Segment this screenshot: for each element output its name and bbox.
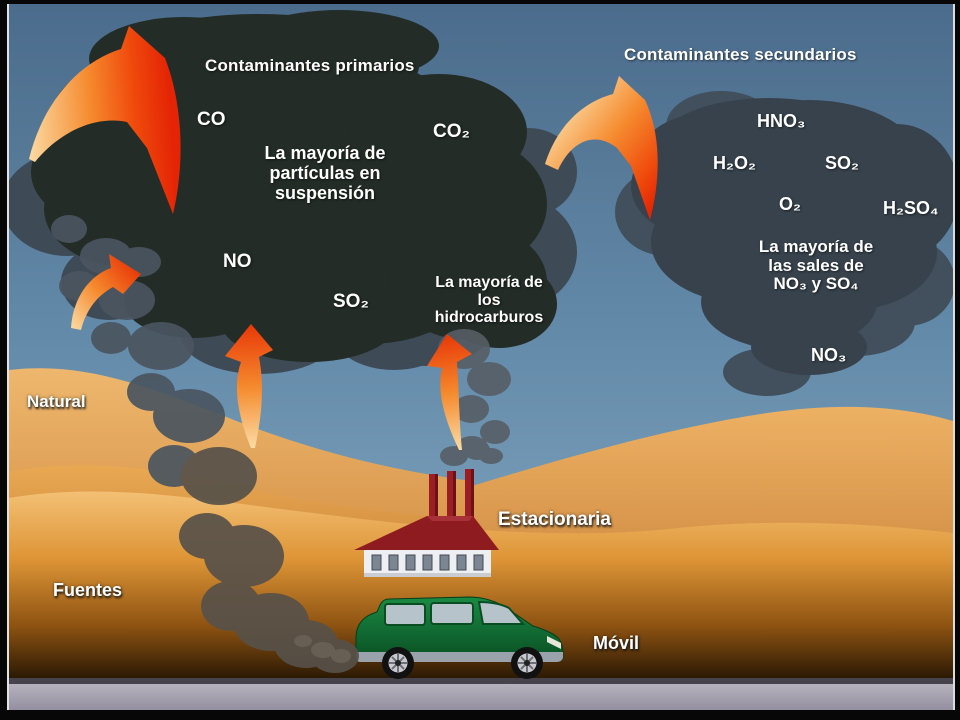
salts-note: La mayoría de las sales de NO₃ y SO₄ bbox=[758, 237, 874, 294]
particulates-note: La mayoría de partículas en suspensión bbox=[264, 143, 386, 203]
chem-o2-label: O₂ bbox=[779, 194, 801, 214]
chem-h2so4-label: H₂SO₄ bbox=[883, 198, 939, 218]
factory-icon bbox=[354, 469, 499, 577]
hydrocarbons-note: La mayoría de los hidrocarburos bbox=[434, 274, 544, 327]
car-icon bbox=[355, 596, 564, 679]
chem-so2-secondary-label: SO₂ bbox=[825, 153, 860, 173]
natural-source-label: Natural bbox=[27, 392, 86, 411]
secondary-cloud-shape bbox=[615, 91, 953, 396]
chem-hno3-label: HNO₃ bbox=[757, 111, 806, 131]
chem-so2-label: SO₂ bbox=[333, 291, 369, 312]
primary-cloud-title: Contaminantes primarios bbox=[205, 56, 415, 75]
road bbox=[9, 678, 953, 710]
transformation-arrow-icon bbox=[545, 76, 658, 220]
stationary-source-label: Estacionaria bbox=[498, 509, 611, 530]
chem-co2-label: CO₂ bbox=[433, 121, 470, 142]
secondary-cloud-title: Contaminantes secundarios bbox=[624, 45, 857, 64]
emission-arrow-factory-icon bbox=[427, 334, 472, 450]
emission-arrow-natural-icon bbox=[71, 254, 141, 330]
natural-smoke-plume bbox=[51, 215, 359, 673]
chem-co-label: CO bbox=[197, 109, 226, 130]
chem-no-label: NO bbox=[223, 251, 252, 272]
chem-h2o2-label: H₂O₂ bbox=[713, 153, 756, 173]
pollution-diagram: Contaminantes primarios CO CO₂ La mayorí… bbox=[7, 4, 955, 710]
car-wheel bbox=[511, 647, 543, 679]
mobile-source-label: Móvil bbox=[593, 633, 640, 653]
car-wheel bbox=[382, 647, 414, 679]
chem-no3-label: NO₃ bbox=[811, 345, 847, 365]
car-exhaust-smoke bbox=[294, 635, 351, 663]
scene-art bbox=[9, 10, 953, 710]
emission-arrow-large-icon bbox=[29, 26, 181, 214]
sources-group-label: Fuentes bbox=[53, 580, 123, 600]
emission-arrow-plume-icon bbox=[225, 324, 273, 448]
